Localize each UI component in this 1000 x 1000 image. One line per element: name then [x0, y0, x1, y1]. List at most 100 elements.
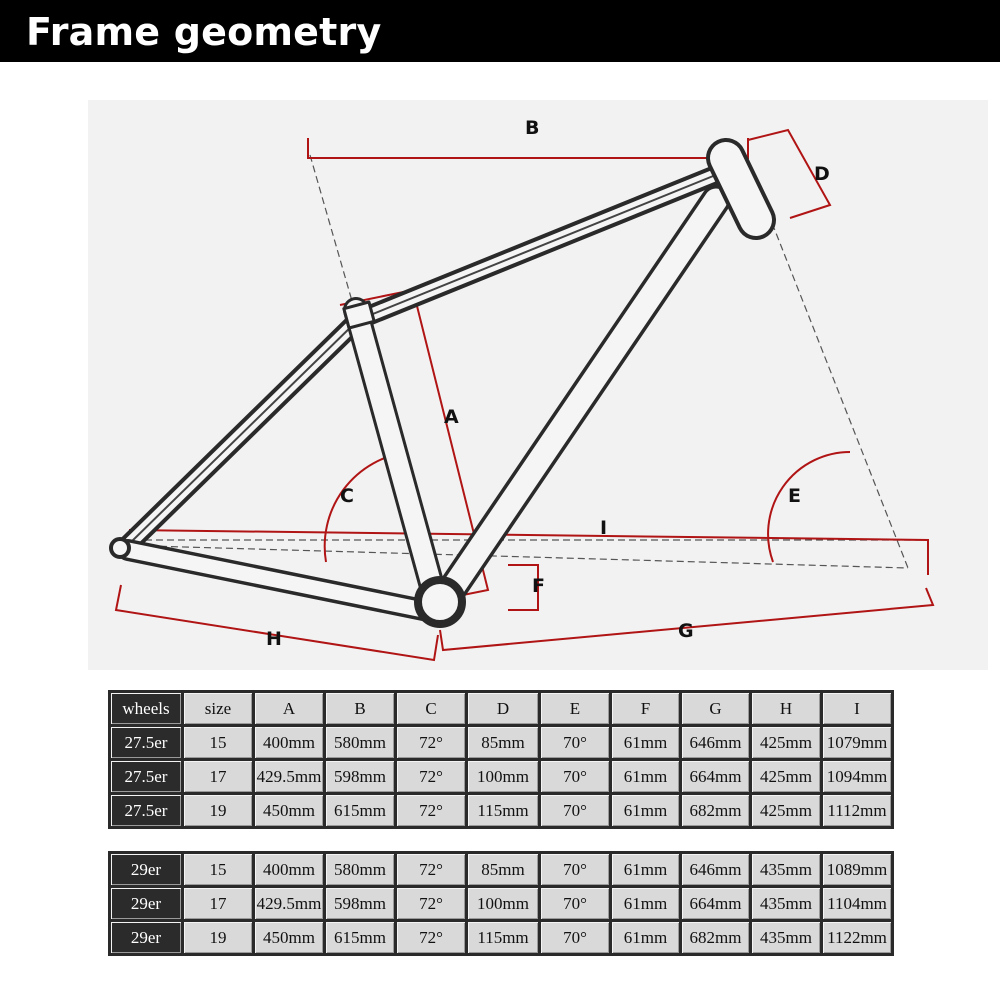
table-row: 27.5er 17 429.5mm 598mm 72° 100mm 70° 61… — [111, 761, 891, 792]
head-tube-fill — [710, 142, 772, 236]
cell-d: 85mm — [468, 854, 538, 885]
cell-g: 646mm — [682, 854, 749, 885]
cell-f: 61mm — [612, 854, 679, 885]
cell-size: 15 — [184, 854, 252, 885]
cell-b: 615mm — [326, 922, 394, 953]
cell-c: 72° — [397, 761, 465, 792]
cell-wheels: 29er — [111, 922, 181, 953]
cell-wheels: 29er — [111, 888, 181, 919]
cell-g: 682mm — [682, 922, 749, 953]
cell-h: 425mm — [752, 795, 820, 826]
cell-c: 72° — [397, 795, 465, 826]
dimension-labels: B D A C E I F H G — [266, 117, 830, 650]
cell-h: 425mm — [752, 727, 820, 758]
label-g: G — [678, 620, 694, 642]
cell-f: 61mm — [612, 795, 679, 826]
cell-size: 17 — [184, 888, 252, 919]
header-a: A — [255, 693, 323, 724]
cell-a: 450mm — [255, 922, 323, 953]
label-a: A — [444, 406, 459, 428]
header-h: H — [752, 693, 820, 724]
rear-dropout — [109, 537, 131, 559]
cell-a: 450mm — [255, 795, 323, 826]
cell-e: 70° — [541, 795, 609, 826]
cell-wheels: 27.5er — [111, 761, 181, 792]
cell-f: 61mm — [612, 761, 679, 792]
header-c: C — [397, 693, 465, 724]
cell-h: 425mm — [752, 761, 820, 792]
table-header-row: wheels size A B C D E F G H I — [111, 693, 891, 724]
chainstay-fill — [120, 542, 441, 620]
cell-g: 646mm — [682, 727, 749, 758]
geometry-table-29: 29er 15 400mm 580mm 72° 85mm 70° 61mm 64… — [108, 851, 894, 956]
cell-i: 1089mm — [823, 854, 891, 885]
cell-size: 15 — [184, 727, 252, 758]
cell-a: 429.5mm — [255, 761, 323, 792]
cell-c: 72° — [397, 854, 465, 885]
head-tube-axis — [747, 161, 909, 569]
page-title: Frame geometry — [26, 10, 382, 54]
cell-f: 61mm — [612, 727, 679, 758]
dimension-e — [767, 451, 851, 563]
dimension-g — [439, 587, 935, 652]
cell-a: 400mm — [255, 854, 323, 885]
down-tube-fill — [436, 188, 728, 607]
header-e: E — [541, 693, 609, 724]
label-i: I — [600, 517, 607, 539]
header-size: size — [184, 693, 252, 724]
cell-d: 115mm — [468, 795, 538, 826]
cell-h: 435mm — [752, 854, 820, 885]
cell-b: 598mm — [326, 888, 394, 919]
label-d: D — [814, 163, 830, 185]
table-row: 29er 19 450mm 615mm 72° 115mm 70° 61mm 6… — [111, 922, 891, 953]
cell-wheels: 27.5er — [111, 795, 181, 826]
cell-e: 70° — [541, 922, 609, 953]
cell-b: 580mm — [326, 727, 394, 758]
cell-b: 580mm — [326, 854, 394, 885]
header-i: I — [823, 693, 891, 724]
bottom-bracket — [414, 576, 466, 628]
cell-size: 17 — [184, 761, 252, 792]
cell-c: 72° — [397, 888, 465, 919]
cell-f: 61mm — [612, 888, 679, 919]
ground-line — [115, 544, 909, 569]
bike-frame — [109, 138, 776, 628]
cell-g: 664mm — [682, 761, 749, 792]
seat-and-top-tube-line — [127, 169, 729, 546]
cell-c: 72° — [397, 922, 465, 953]
dimension-d — [747, 128, 832, 219]
cell-e: 70° — [541, 888, 609, 919]
cell-wheels: 27.5er — [111, 727, 181, 758]
cell-d: 115mm — [468, 922, 538, 953]
seat-collar — [342, 300, 376, 330]
label-f: F — [532, 575, 545, 597]
cell-e: 70° — [541, 854, 609, 885]
frame-geometry-diagram: B D A C E I F H G — [88, 100, 988, 670]
cell-d: 100mm — [468, 888, 538, 919]
label-c: C — [340, 485, 354, 507]
cell-e: 70° — [541, 761, 609, 792]
seat-and-top-tube-fill — [122, 164, 734, 551]
cell-f: 61mm — [612, 922, 679, 953]
cell-b: 598mm — [326, 761, 394, 792]
cell-size: 19 — [184, 795, 252, 826]
cell-a: 429.5mm — [255, 888, 323, 919]
label-h: H — [266, 628, 282, 650]
cell-g: 664mm — [682, 888, 749, 919]
table-row: 27.5er 19 450mm 615mm 72° 115mm 70° 61mm… — [111, 795, 891, 826]
cell-size: 19 — [184, 922, 252, 953]
cell-i: 1094mm — [823, 761, 891, 792]
table-row: 27.5er 15 400mm 580mm 72° 85mm 70° 61mm … — [111, 727, 891, 758]
header-wheels: wheels — [111, 693, 181, 724]
table-row: 29er 15 400mm 580mm 72° 85mm 70° 61mm 64… — [111, 854, 891, 885]
dimension-f — [508, 564, 539, 611]
cell-i: 1104mm — [823, 888, 891, 919]
dimension-b — [307, 138, 749, 159]
cell-e: 70° — [541, 727, 609, 758]
cell-g: 682mm — [682, 795, 749, 826]
title-bar: Frame geometry — [0, 0, 1000, 62]
header-f: F — [612, 693, 679, 724]
dimension-h — [114, 584, 439, 662]
label-b: B — [525, 117, 539, 139]
cell-h: 435mm — [752, 922, 820, 953]
